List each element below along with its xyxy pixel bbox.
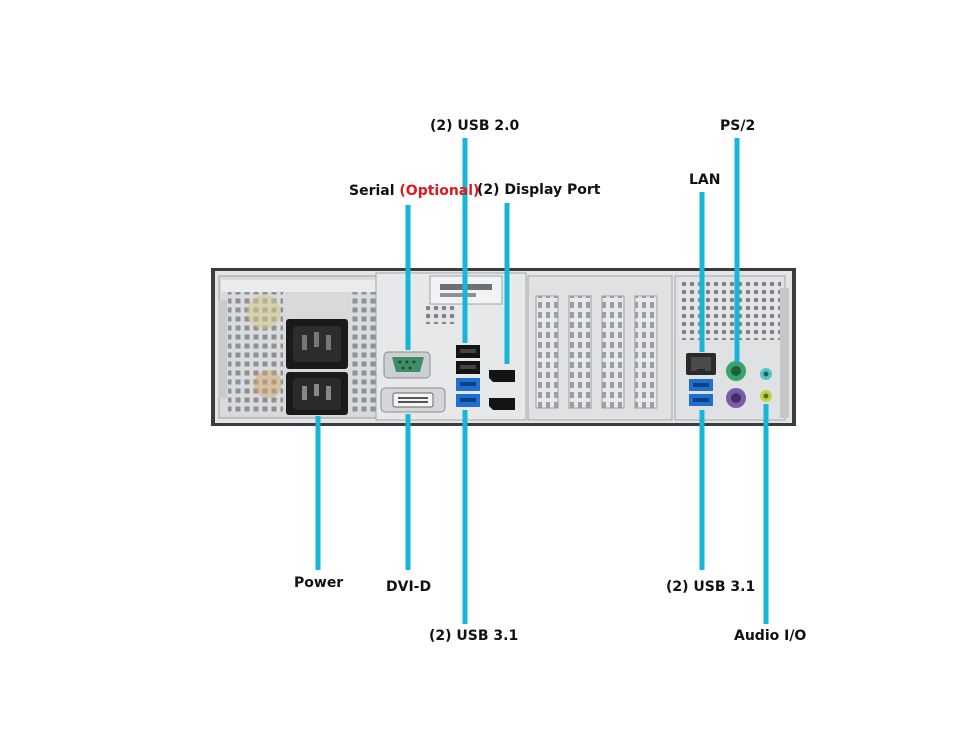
psu-sticker: [218, 300, 227, 398]
label-usb31-left: (2) USB 3.1: [429, 628, 519, 644]
label-lan: LAN: [689, 172, 721, 188]
label-usb20: (2) USB 2.0: [430, 118, 520, 134]
audio-jack-icon: [760, 368, 772, 402]
ps2-port-icon: [726, 361, 746, 408]
label-usb31-right: (2) USB 3.1: [666, 579, 756, 595]
label-display-port: (2) Display Port: [477, 182, 601, 198]
power-socket-icon: [286, 319, 348, 369]
label-serial-optional: (Optional): [399, 183, 480, 199]
power-socket-icon: [286, 372, 348, 415]
display-port-icon: [489, 370, 515, 410]
psu-warning-mark: [247, 295, 281, 329]
chassis-illustration: [211, 268, 796, 426]
label-serial-text: Serial: [349, 183, 395, 199]
usb-port-icon: [689, 379, 713, 406]
expansion-slots: [535, 295, 658, 409]
label-serial: Serial (Optional): [349, 183, 479, 199]
label-dvi-d: DVI-D: [386, 579, 432, 595]
dvi-port-icon: [380, 387, 446, 413]
label-audio-io: Audio I/O: [734, 628, 807, 644]
lan-port-icon: [686, 353, 716, 375]
label-ps2: PS/2: [720, 118, 756, 134]
chassis-edge: [780, 288, 789, 418]
usb-port-icon: [456, 345, 480, 407]
rear-vent: [679, 280, 781, 340]
label-power: Power: [294, 575, 344, 591]
serial-port-icon: [383, 351, 431, 379]
leader-lines: [315, 138, 769, 624]
